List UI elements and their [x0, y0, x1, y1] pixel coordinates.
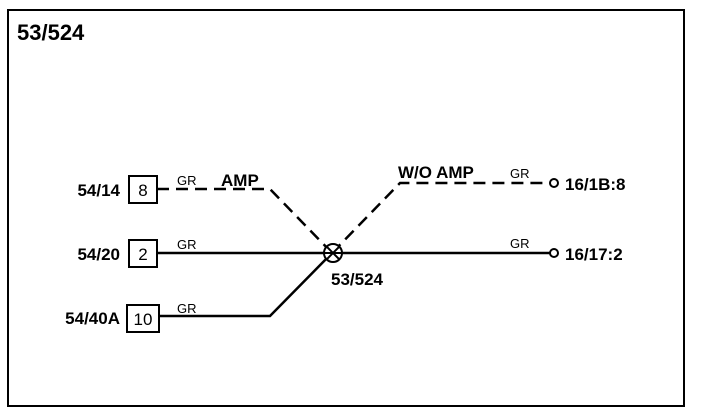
wire-color-gr-5: GR: [510, 236, 530, 251]
connector-16-17-2-label: 16/17:2: [565, 245, 623, 264]
splice-label: 53/524: [331, 270, 384, 289]
pin-box-8: [128, 175, 158, 204]
wire-color-gr-2: GR: [177, 237, 197, 252]
wo-amp-label: W/O AMP: [398, 163, 474, 182]
pin-number-10: 10: [134, 310, 153, 329]
wire-amp-dashed: [157, 187, 333, 254]
pin-box-10: [126, 304, 160, 333]
wire-color-gr-3: GR: [177, 301, 197, 316]
wire-54-40a: [159, 252, 333, 318]
pin-box-2: [128, 239, 158, 268]
diagram-border: [7, 9, 685, 407]
diagram-title: 53/524: [17, 20, 85, 45]
terminal-16-1b-8: [549, 178, 559, 188]
pin-number-2: 2: [138, 245, 147, 264]
wire-wo-amp-dashed: [331, 181, 551, 254]
amp-label: AMP: [221, 171, 259, 190]
connector-54-20-label: 54/20: [77, 245, 120, 264]
terminal-16-17-2: [549, 248, 559, 258]
pin-number-8: 8: [138, 181, 147, 200]
connector-54-40a-label: 54/40A: [65, 309, 120, 328]
connector-16-1b-8-label: 16/1B:8: [565, 175, 625, 194]
splice-icon: [323, 243, 343, 263]
wire-color-gr-4: GR: [510, 166, 530, 181]
connector-54-14-label: 54/14: [77, 181, 120, 200]
wire-color-gr-1: GR: [177, 173, 197, 188]
